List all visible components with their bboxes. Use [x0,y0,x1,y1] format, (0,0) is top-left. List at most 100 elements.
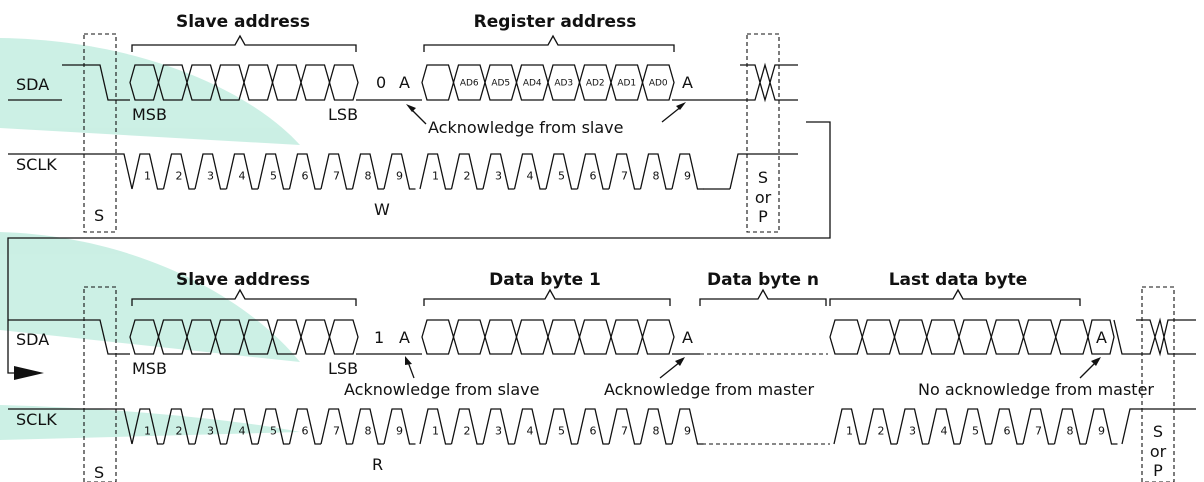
last-data-bit-cell [926,319,960,355]
sda-end-transition [740,62,798,103]
sclk-b-pulse [639,408,672,445]
last-data-bit-cell [893,319,928,355]
register-bit-label: AD4 [523,79,542,89]
end-or-label-2: or [1150,442,1167,461]
sclk-a-pulse [194,408,227,445]
sclk-a-pulse [194,153,227,190]
sclk-a-pulse [383,408,416,445]
end-or-label: or [755,188,772,207]
sclk-a-number: 5 [270,425,277,438]
sclk-c-pulse [959,408,992,445]
sclk-c-pulse [990,408,1023,445]
header-slave-address-2: Slave address [176,270,310,290]
sclk-c-pulse [896,408,929,445]
continuation-connector [7,121,831,374]
start-condition-box [83,33,117,233]
data-bit-cell [610,319,644,355]
sclk-c-pulse [1022,408,1055,445]
sclk-b-number: 3 [495,170,502,183]
sclk-a-number: 7 [333,170,340,183]
ack-from-slave-note: Acknowledge from slave [428,118,624,137]
sclk-a-number: 8 [365,170,372,183]
sclk-a-pulse [383,153,416,190]
sclk-a-number: 6 [302,425,309,438]
ack-from-slave-note-2: Acknowledge from slave [344,380,540,399]
register-bit-cell [641,64,675,101]
register-bit-label: AD0 [649,79,668,89]
sclk-c-number: 9 [1098,425,1105,438]
read-label: R [372,455,383,474]
address-bit-cell [328,64,359,101]
no-ack-from-master-note: No acknowledge from master [918,380,1154,399]
sclk-b-number: 3 [495,425,502,438]
sclk-a-number: 9 [396,170,403,183]
data-bit-cell [484,319,518,355]
brace-slave-address-2 [131,288,357,306]
sclk-a-pulse [225,153,258,190]
sclk-a-number: 1 [144,425,151,438]
sda-data-byte-1-bits [421,319,675,355]
sda-address-bits [129,64,359,101]
start-label: S [94,206,104,225]
address-bit-cell [300,319,331,355]
sclk-b-pulse [513,408,546,445]
address-bit-cell [243,64,274,101]
sclk-a-pulse [288,408,321,445]
header-register-address: Register address [474,12,637,32]
last-data-bit-cell [990,319,1025,355]
address-bit-cell [328,319,359,355]
sclk-a-pulse [320,408,353,445]
sclk-b-pulse [671,153,704,190]
sclk-a-number: 7 [333,425,340,438]
sclk-b-number: 9 [684,170,691,183]
sclk-a-number: 8 [365,425,372,438]
last-data-bit-cell [829,319,863,355]
header-data-byte-1: Data byte 1 [489,270,601,290]
sclk-b-number: 4 [527,170,534,183]
sclk-b-number: 4 [527,425,534,438]
end-s-label-2: S [1153,422,1163,441]
sclk-b-pulse [450,153,483,190]
lsb-label-2: LSB [328,359,358,378]
sclk-c-number: 3 [909,425,916,438]
sclk-idle-right-2 [1121,408,1196,445]
register-bit-label: AD1 [617,79,636,89]
sclk-a-number: 9 [396,425,403,438]
end-s-label: S [758,168,768,187]
last-data-bit-cell [1055,319,1089,355]
sda-start-edge-2 [8,319,130,355]
header-slave-address: Slave address [176,12,310,32]
sclk-b-pulse [545,408,578,445]
no-ack-arrow-master [1079,361,1097,379]
sclk-b-number: 1 [432,170,439,183]
sclk-a-number: 2 [176,170,183,183]
start-label-2: S [94,463,104,482]
brace-data-byte-1 [423,288,671,306]
sclk-a-pulse [257,153,290,190]
sclk-b-number: 6 [590,170,597,183]
register-bit-label: AD6 [460,79,479,89]
sda-last-byte-bits [829,319,1115,355]
sclk-a-pulse [351,408,384,445]
sclk-a-number: 2 [176,425,183,438]
sclk-a-pulse [351,153,384,190]
sclk-a-pulse [131,153,164,190]
sclk-b-pulse [419,153,452,190]
register-bit-label: AD5 [491,79,510,89]
sclk-b-number: 8 [653,425,660,438]
ack-2-bottom: A [682,328,693,347]
sclk-idle-left-2 [8,408,133,445]
rw-bit-value-2: 1 [374,328,384,347]
watermark-swoosh [0,38,300,440]
sclk-b-number: 2 [464,425,471,438]
sclk-c-number: 8 [1067,425,1074,438]
last-data-bit-cell [958,319,992,355]
sda-address-bits-2 [129,319,359,355]
sclk-a-number: 5 [270,170,277,183]
continuation-arrow [14,366,44,380]
